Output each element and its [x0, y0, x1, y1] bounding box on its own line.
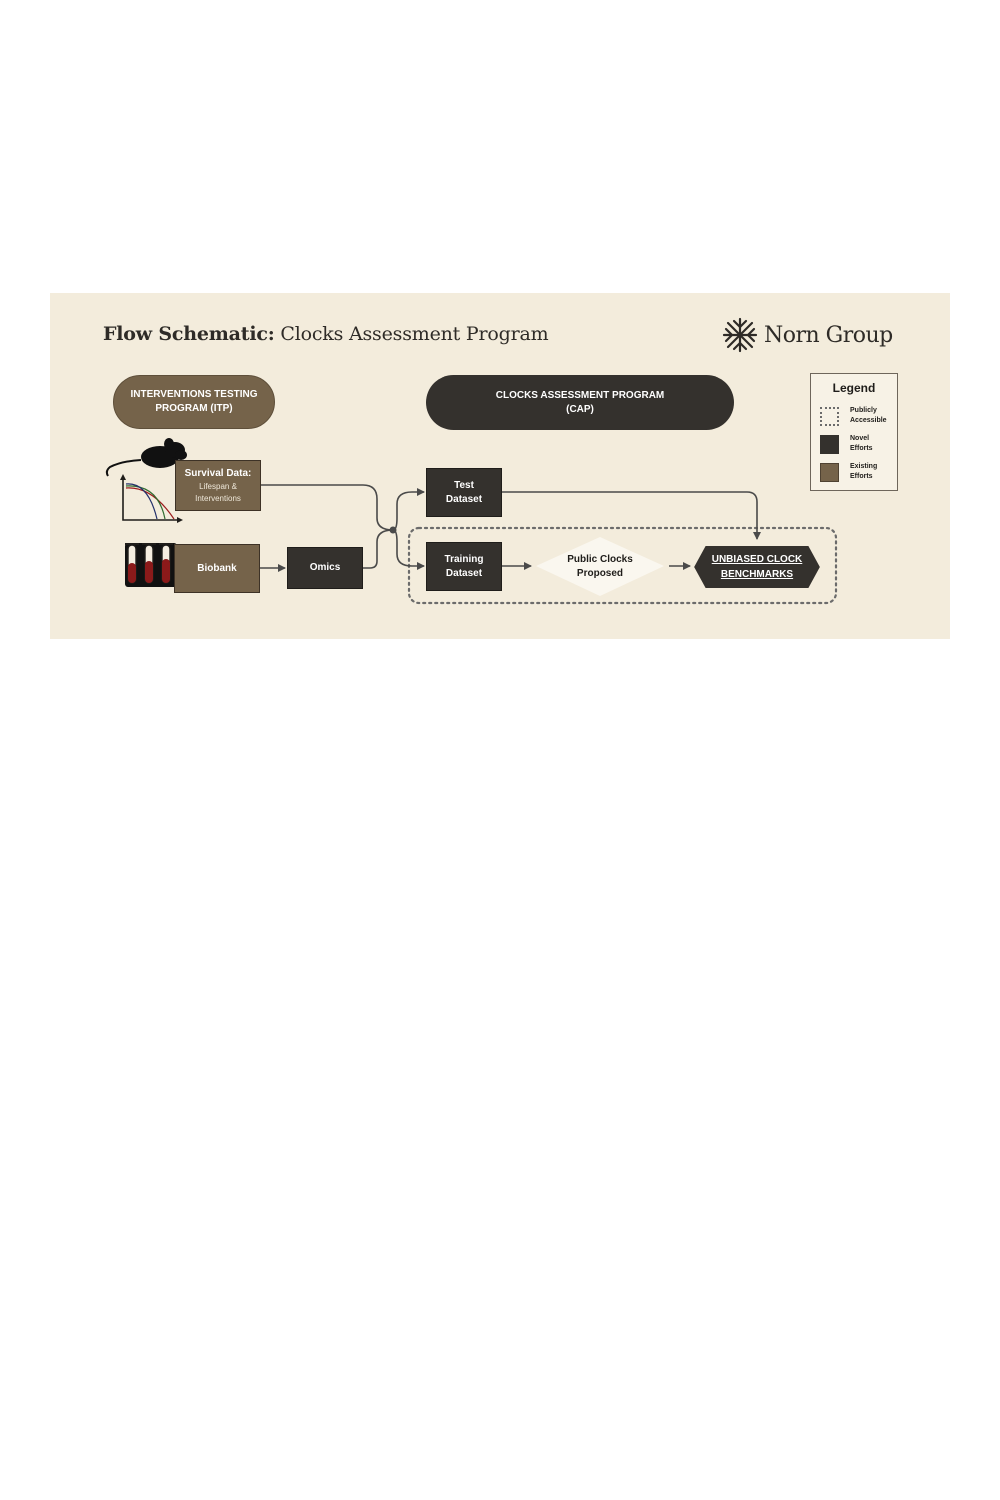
flow-connectors [105, 438, 838, 605]
survival-data-title: Survival Data: [184, 467, 252, 479]
omics-box: Omics [287, 547, 363, 589]
omics-label: Omics [309, 562, 341, 573]
survival-curve-icon [120, 474, 183, 523]
legend-swatch-existing [820, 462, 839, 482]
legend: Legend Publicly Accessible Novel Efforts… [810, 373, 898, 491]
legend-swatch-public [820, 406, 839, 426]
legend-title: Legend [832, 381, 876, 395]
training-dataset-label: Training Dataset [444, 553, 484, 579]
connector-survival-merge [260, 484, 394, 531]
legend-swatch-novel [820, 434, 839, 454]
brand-name: Norn Group [764, 322, 893, 348]
blood-tubes-icon [125, 543, 177, 587]
mouse-silhouette-icon [105, 438, 187, 477]
legend-label-public: Publicly Accessible [850, 407, 887, 424]
biobank-box: Biobank [174, 544, 260, 593]
public-clocks-diamond [536, 537, 664, 596]
legend-item-novel: Novel Efforts [820, 434, 873, 454]
norn-group-logo: Norn Group [722, 317, 893, 353]
flow-schematic-panel: Flow Schematic: Clocks Assessment Progra… [50, 293, 950, 639]
itp-program-label: INTERVENTIONS TESTING PROGRAM (ITP) [113, 375, 275, 429]
norn-knot-icon [722, 317, 758, 353]
title-rest: Clocks Assessment Program [280, 323, 549, 345]
training-dataset-box: Training Dataset [426, 542, 502, 591]
page-title: Flow Schematic: Clocks Assessment Progra… [103, 323, 549, 345]
title-bold: Flow Schematic: [103, 323, 275, 345]
connector-omics-merge [363, 529, 394, 569]
biobank-label: Biobank [197, 562, 237, 574]
legend-label-existing: Existing Efforts [850, 463, 878, 480]
legend-item-existing: Existing Efforts [820, 462, 877, 482]
test-dataset-box: Test Dataset [426, 468, 502, 517]
survival-data-box: Survival Data: Lifespan & Interventions [175, 460, 261, 511]
benchmarks-hexagon [691, 544, 823, 590]
public-clocks-label: Public Clocks Proposed [567, 554, 633, 579]
merge-node [389, 526, 397, 534]
legend-item-public: Publicly Accessible [820, 406, 887, 426]
benchmarks-label: UNBIASED CLOCK BENCHMARKS [711, 554, 803, 580]
connector-to-test [392, 488, 425, 531]
cap-program-label: CLOCKS ASSESSMENT PROGRAM (CAP) [426, 375, 734, 430]
survival-data-subtitle: Lifespan & Interventions [195, 481, 241, 503]
connector-test-benchmarks [502, 491, 761, 540]
legend-label-novel: Novel Efforts [850, 435, 873, 452]
test-dataset-label: Test Dataset [445, 479, 483, 505]
